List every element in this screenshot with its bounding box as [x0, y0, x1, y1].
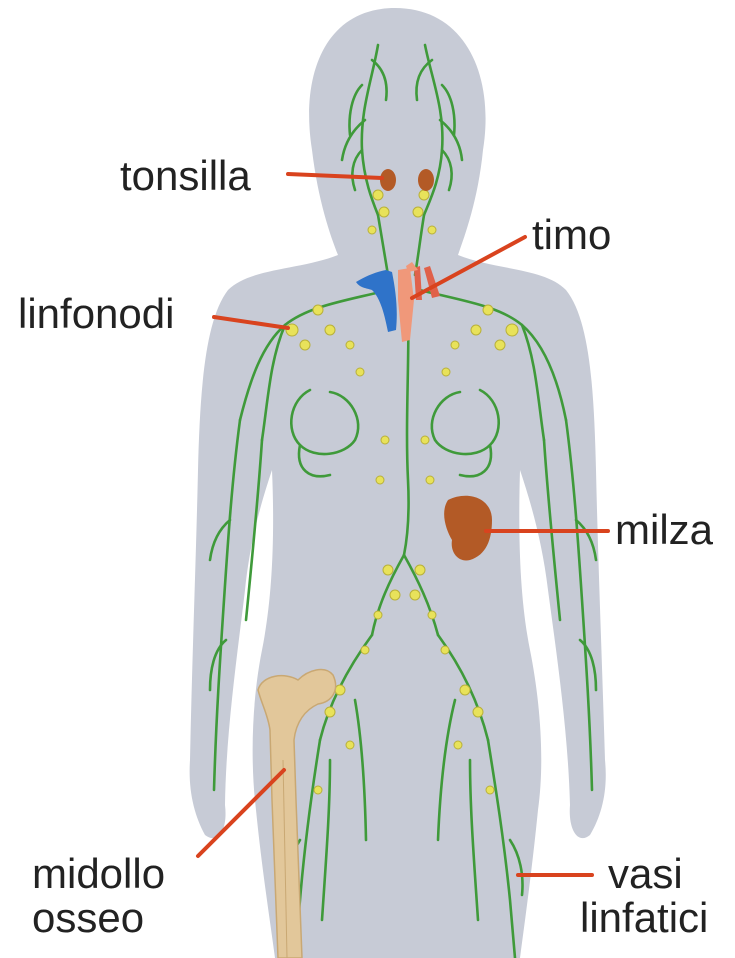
label-milza: milza	[615, 508, 713, 552]
label-vasi-line1: vasi	[580, 852, 708, 896]
tonsil-right	[418, 169, 434, 191]
label-midollo-osseo: midollo osseo	[32, 852, 165, 940]
label-linfonodi: linfonodi	[18, 292, 174, 336]
label-tonsilla: tonsilla	[120, 154, 251, 198]
label-timo: timo	[532, 213, 611, 257]
tonsil-left	[380, 169, 396, 191]
body-silhouette	[190, 8, 606, 958]
label-vasi-linfatici: vasi linfatici	[580, 852, 708, 940]
